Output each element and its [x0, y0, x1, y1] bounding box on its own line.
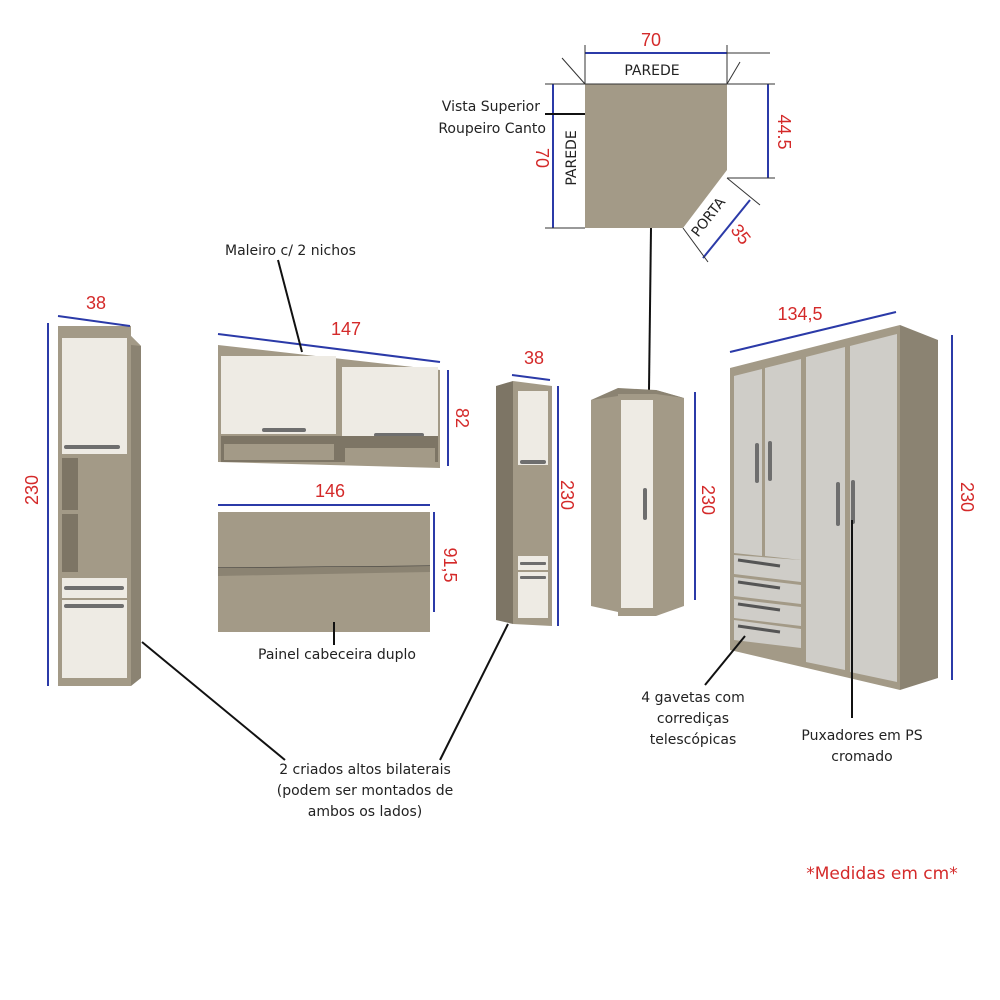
corner-wardrobe: 230 [591, 388, 718, 616]
gavetas-label-1: 4 gavetas com [641, 690, 744, 706]
mid-cab-top-door [518, 391, 548, 465]
dim-top-70: 70 [641, 30, 661, 50]
dim-left-cab-height: 230 [22, 475, 42, 505]
criados-label-2: (podem ser montados de [277, 783, 453, 799]
puxadores-label-1: Puxadores em PS [801, 728, 922, 744]
corner-plan-shape [585, 84, 727, 228]
dim-corner-height: 230 [698, 485, 718, 515]
criados-label-3: ambos os lados) [308, 804, 422, 820]
maleiro-cabinet: 147 82 Maleiro c/ 2 nichos [217, 243, 472, 468]
top-view-title-1: Vista Superior [442, 99, 540, 115]
dim-panel-height: 91,5 [440, 547, 460, 582]
puxadores-label-2: cromado [831, 749, 892, 765]
maleiro-door-right [342, 367, 438, 437]
wall-top-label: PAREDE [624, 63, 679, 79]
maleiro-door-left [221, 356, 336, 434]
dim-mid-cab-height: 230 [557, 480, 577, 510]
units-note: *Medidas em cm* [806, 864, 957, 884]
panel-bottom-board [218, 568, 430, 632]
maleiro-label: Maleiro c/ 2 nichos [225, 243, 356, 259]
mid-cab-bottom-door [518, 572, 548, 618]
wardrobe-door-1 [734, 369, 762, 556]
panel-top-board [218, 512, 430, 568]
wardrobe-door-4 [850, 334, 897, 682]
gavetas-label-3: telescópicas [650, 732, 737, 748]
corner-door [621, 400, 653, 608]
dim-wardrobe-height: 230 [957, 482, 977, 512]
wardrobe-door-3 [806, 347, 845, 670]
middle-tall-cabinet: 38 230 [496, 348, 577, 626]
headboard-panel: 146 91,5 Painel cabeceira duplo [217, 481, 460, 663]
dim-line-door-35 [702, 199, 751, 259]
dim-mid-cab-width: 38 [524, 348, 544, 368]
dim-wardrobe-width: 134,5 [777, 304, 822, 324]
dim-panel-width: 146 [315, 481, 345, 501]
left-cab-bottom-door [62, 600, 127, 678]
dim-left-cab-width: 38 [86, 293, 106, 313]
painel-label: Painel cabeceira duplo [258, 647, 416, 663]
top-view-plan: 70 PAREDE 70 PAREDE 44.5 35 PORTA Vista … [438, 30, 794, 391]
dim-maleiro-width: 147 [331, 319, 361, 339]
wardrobe-door-2 [765, 359, 801, 560]
criados-label-1: 2 criados altos bilaterais [279, 762, 451, 778]
gavetas-label-2: corrediças [657, 711, 729, 727]
dim-left-70: 70 [532, 148, 552, 168]
wall-left-label: PAREDE [564, 130, 580, 185]
dim-right-44-5: 44.5 [774, 114, 794, 149]
main-wardrobe: 134,5 230 [729, 304, 977, 690]
dim-maleiro-height: 82 [452, 408, 472, 428]
left-tall-cabinet: 38 230 [22, 293, 141, 686]
annotations: 2 criados altos bilaterais (podem ser mo… [141, 520, 958, 884]
top-view-title-2: Roupeiro Canto [438, 121, 546, 137]
left-cab-top-door [62, 338, 127, 454]
